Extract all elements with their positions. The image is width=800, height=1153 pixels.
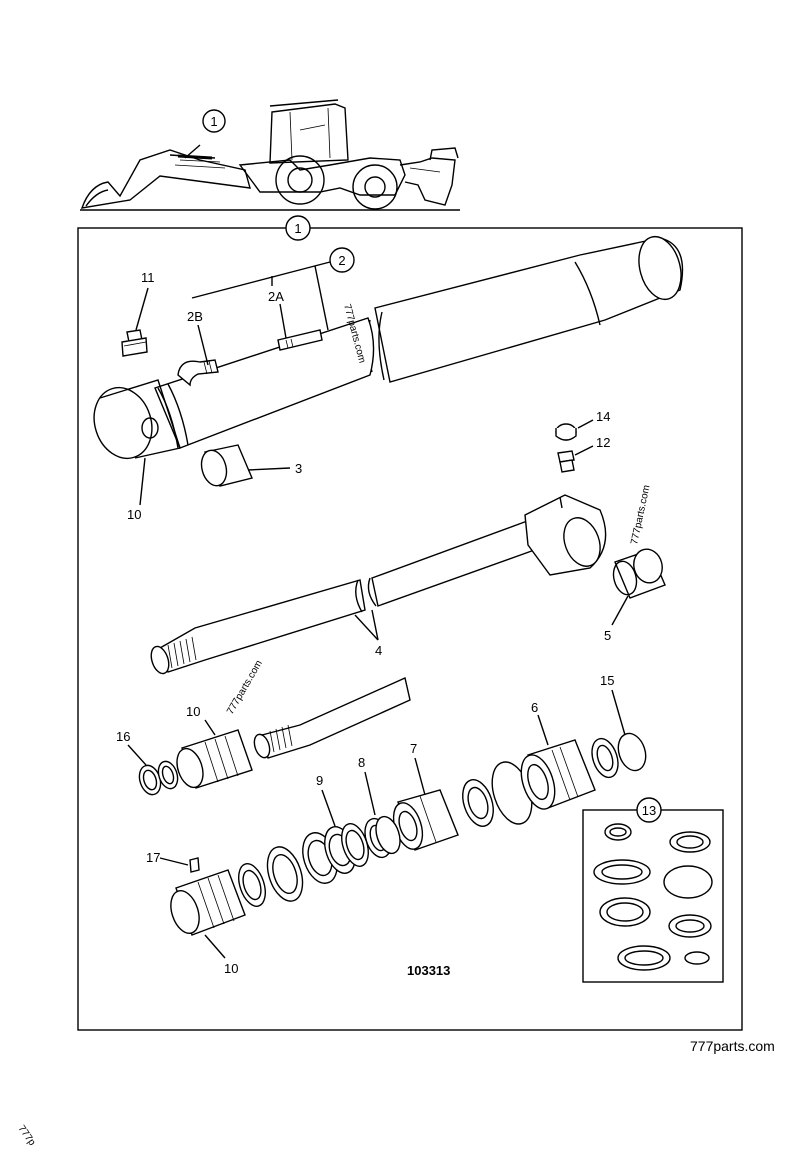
callout-2a: 2A	[268, 289, 287, 339]
site-footer: 777parts.com	[690, 1038, 775, 1054]
svg-text:10: 10	[224, 961, 238, 976]
svg-text:3: 3	[295, 461, 302, 476]
grease-nipple-12: 12	[557, 435, 610, 473]
svg-text:13: 13	[642, 803, 656, 818]
watermark-2: 777parts.com	[629, 484, 652, 546]
locknut-10-mid: 10	[176, 704, 253, 789]
svg-text:8: 8	[358, 755, 365, 770]
svg-text:4: 4	[375, 643, 382, 658]
piston-rod	[150, 494, 607, 675]
callout-1-frame: 1	[285, 215, 311, 241]
cylinder-barrel	[93, 235, 684, 460]
grease-nipple-11: 11	[121, 270, 155, 357]
cap-14: 14	[555, 409, 610, 441]
svg-text:7: 7	[410, 741, 417, 756]
piston-7: 7	[392, 741, 459, 851]
svg-text:9: 9	[316, 773, 323, 788]
svg-text:5: 5	[604, 628, 611, 643]
svg-text:1: 1	[210, 114, 217, 129]
svg-text:16: 16	[116, 729, 130, 744]
seal-9: 9	[302, 773, 369, 884]
svg-text:2A: 2A	[268, 289, 284, 304]
svg-text:17: 17	[146, 850, 160, 865]
svg-text:2B: 2B	[187, 309, 203, 324]
svg-text:11: 11	[141, 270, 155, 285]
svg-text:1: 1	[294, 221, 301, 236]
callout-4: 4	[354, 609, 382, 658]
svg-text:10: 10	[186, 704, 200, 719]
svg-text:12: 12	[596, 435, 610, 450]
svg-text:15: 15	[600, 673, 614, 688]
callout-10-barrel: 10	[127, 457, 146, 522]
rod-section-middle	[253, 677, 411, 759]
svg-text:2: 2	[338, 253, 345, 268]
svg-text:14: 14	[596, 409, 610, 424]
seal-6-group: 6	[462, 700, 596, 827]
watermark-3: 777parts.com	[225, 659, 265, 717]
watermark-4: 777p	[16, 1123, 38, 1148]
svg-text:10: 10	[127, 507, 141, 522]
bush-5: 5	[604, 548, 666, 643]
callout-2: 2	[191, 247, 355, 331]
seal-8: 8	[358, 755, 401, 859]
seal-15: 15	[591, 673, 647, 779]
seal-16: 16	[116, 729, 179, 796]
bush-3: 3	[200, 444, 302, 487]
callout-2b: 2B	[187, 309, 209, 366]
svg-text:6: 6	[531, 700, 538, 715]
backhoe-loader-illustration	[80, 99, 460, 211]
figure-number: 103313	[407, 963, 450, 978]
wear-ring	[238, 846, 304, 907]
locknut-10-bottom: 10	[170, 869, 246, 976]
callout-1-top: 1	[202, 109, 226, 133]
seal-kit-13: 13	[582, 797, 724, 983]
diagram-frame	[77, 227, 743, 1031]
pin-17: 17	[146, 850, 200, 873]
